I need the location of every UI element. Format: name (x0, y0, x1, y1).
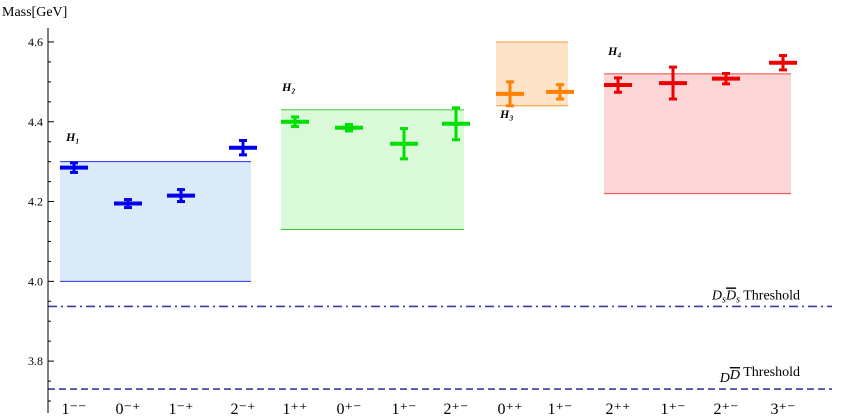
threshold-lines-layer (48, 305, 832, 390)
y-tick-label: 4.2 (28, 195, 43, 209)
threshold-word: Threshold (740, 288, 800, 303)
x-category-label: 1⁺⁻ (548, 401, 573, 417)
x-category-label: 1⁻⁺ (169, 401, 194, 417)
bands-layer (60, 41, 791, 282)
threshold-d2: D (725, 288, 736, 303)
threshold-d2: D (729, 368, 740, 383)
x-category-label: 1⁻⁻ (62, 401, 87, 417)
x-category-label: 2⁺⁺ (606, 401, 631, 417)
group-label-3: H₃ (499, 107, 514, 121)
x-category-label: 0⁻⁺ (116, 401, 141, 417)
band-4 (604, 73, 791, 194)
band-1 (60, 161, 251, 282)
x-category-label: 1⁺⁺ (283, 401, 308, 417)
x-category-label: 2⁺⁻ (444, 401, 469, 417)
x-category-label: 1⁺⁻ (661, 401, 686, 417)
axes-layer (47, 28, 54, 413)
points-layer (60, 54, 797, 210)
band-3 (496, 41, 568, 106)
y-axis-title: Mass[GeV] (2, 5, 67, 20)
y-tick-label: 4.4 (28, 115, 43, 129)
x-category-label: 0⁺⁻ (337, 401, 362, 417)
threshold-d1: D (719, 371, 730, 386)
threshold-d1: D (711, 288, 722, 303)
y-tick-label: 3.8 (28, 354, 43, 368)
y-tick-label: 4.6 (28, 35, 43, 49)
threshold-s2: s (736, 294, 740, 305)
threshold-s1: s (722, 294, 726, 305)
group-label-4: H₄ (607, 44, 622, 58)
threshold-label-DsDsbar: DsDs Threshold (711, 288, 800, 305)
threshold-word: Threshold (740, 365, 800, 380)
group-label-1: H₁ (65, 130, 80, 144)
x-category-label: 1⁺⁻ (392, 401, 417, 417)
y-tick-label: 4.0 (28, 274, 43, 288)
group-label-2: H₂ (281, 80, 296, 94)
threshold-label-DDbar: DD Threshold (719, 365, 800, 386)
x-category-label: 3⁺⁻ (771, 401, 796, 417)
x-category-label: 2⁺⁻ (714, 401, 739, 417)
x-category-label: 0⁺⁺ (498, 401, 523, 417)
band-2 (281, 109, 464, 230)
x-category-label: 2⁻⁺ (231, 401, 256, 417)
